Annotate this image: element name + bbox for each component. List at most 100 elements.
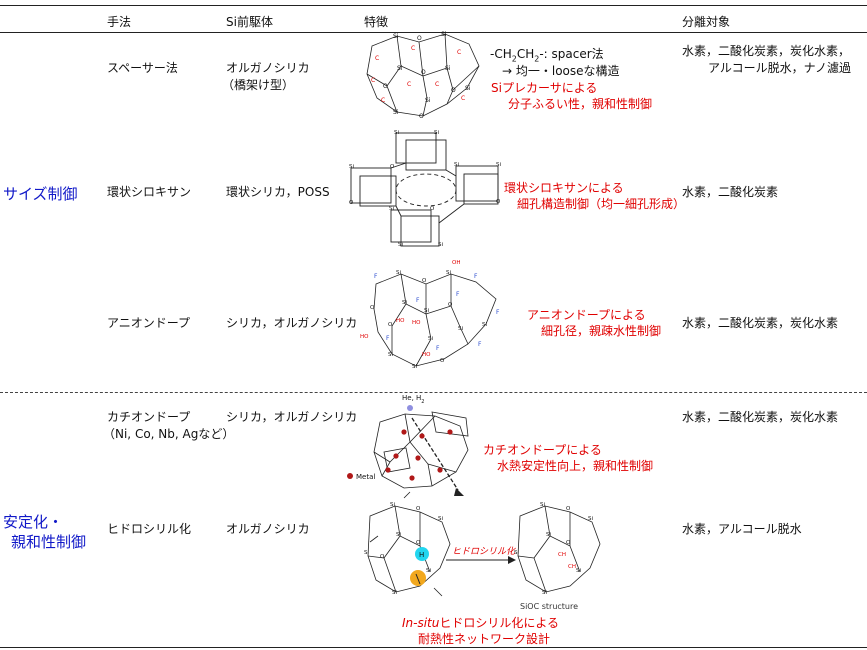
- svg-text:O: O: [566, 506, 571, 512]
- row1-target-line1: 水素，二酸化炭素，炭化水素，: [682, 44, 851, 58]
- svg-text:F: F: [478, 341, 482, 348]
- svg-text:O: O: [496, 199, 501, 205]
- svg-text:C: C: [457, 49, 461, 56]
- svg-text:O: O: [370, 305, 375, 311]
- row5-feature-line1: In-situヒドロシリル化による: [402, 616, 560, 630]
- svg-text:F: F: [416, 297, 420, 304]
- svg-text:Si: Si: [588, 516, 593, 522]
- svg-text:Si: Si: [364, 550, 369, 556]
- svg-text:O: O: [448, 302, 453, 308]
- row3-feature-line2: 細孔径，親疎水性制御: [541, 324, 662, 338]
- svg-text:F: F: [496, 309, 500, 316]
- svg-text:Si: Si: [441, 31, 447, 38]
- row3-target: 水素，二酸化炭素，炭化水素: [682, 316, 839, 330]
- row4-feature-line1: カチオンドープによる: [483, 443, 602, 457]
- svg-text:F: F: [386, 335, 390, 342]
- svg-text:O: O: [349, 200, 354, 206]
- bottom-border: [0, 647, 867, 648]
- svg-text:Si: Si: [393, 109, 399, 116]
- row1-target-line2: アルコール脱水，ナノ濾過: [708, 61, 852, 75]
- svg-text:O: O: [383, 83, 388, 90]
- svg-text:Si: Si: [514, 550, 519, 556]
- row1-method: スペーサー法: [107, 61, 178, 75]
- svg-text:F: F: [436, 345, 440, 352]
- svg-text:Si: Si: [349, 164, 354, 170]
- svg-text:O: O: [440, 358, 445, 364]
- metal-dot-icon: [347, 473, 353, 479]
- svg-text:O: O: [421, 69, 426, 76]
- svg-text:O: O: [566, 540, 571, 546]
- row5-target: 水素，アルコール脱水: [682, 522, 802, 536]
- svg-text:Si: Si: [496, 162, 501, 168]
- group-size-control: サイズ制御: [3, 185, 78, 203]
- svg-text:Si: Si: [402, 300, 407, 306]
- row2-precursor: 環状シリカ，POSS: [226, 185, 330, 199]
- svg-text:Si: Si: [446, 270, 451, 276]
- header-precursor: Si前駆体: [226, 15, 273, 29]
- svg-text:Si: Si: [576, 568, 581, 574]
- row4-target: 水素，二酸化炭素，炭化水素: [682, 410, 839, 424]
- svg-text:Si: Si: [398, 242, 403, 248]
- svg-text:Si: Si: [412, 364, 417, 370]
- reaction-arrow-label: ヒドロシリル化: [452, 546, 516, 557]
- cation-doped-silica-diagram: He, H2 Metal: [347, 394, 469, 496]
- row2-feature-line1: 環状シロキサンによる: [504, 181, 624, 195]
- header-divider: [0, 32, 867, 33]
- svg-text:O: O: [422, 278, 427, 284]
- svg-text:Si: Si: [454, 162, 459, 168]
- group-stability-line1: 安定化・: [3, 513, 64, 531]
- svg-text:O: O: [416, 540, 421, 546]
- svg-text:O: O: [380, 554, 385, 560]
- header-method: 手法: [107, 15, 132, 29]
- svg-text:HO: HO: [422, 352, 431, 358]
- svg-text:Si: Si: [546, 532, 551, 538]
- row3-precursor: シリカ，オルガノシリカ: [226, 316, 358, 330]
- gas-molecule-icon: [407, 405, 413, 411]
- svg-text:Si: Si: [390, 502, 395, 508]
- metal-label: Metal: [356, 473, 375, 481]
- svg-text:Si: Si: [392, 590, 397, 596]
- svg-text:HO: HO: [396, 318, 405, 324]
- svg-text:Si: Si: [458, 326, 463, 332]
- svg-text:Si: Si: [394, 130, 399, 136]
- row4-method-line2: （Ni, Co, Nb, Agなど）: [103, 427, 235, 441]
- group-divider: [0, 392, 867, 393]
- svg-text:C: C: [407, 81, 411, 88]
- svg-text:CH: CH: [568, 564, 576, 570]
- svg-text:HO: HO: [412, 320, 421, 326]
- svg-text:F: F: [374, 273, 378, 280]
- svg-text:F: F: [474, 273, 478, 280]
- svg-text:O: O: [430, 206, 435, 212]
- svg-text:Si: Si: [388, 352, 393, 358]
- svg-text:O: O: [419, 113, 424, 120]
- svg-text:Si: Si: [540, 502, 545, 508]
- row1-feature-line2: 分子ふるい性，親和性制御: [508, 97, 653, 111]
- hydrogen-label: H: [419, 551, 424, 559]
- top-border: [0, 5, 867, 6]
- svg-text:O: O: [388, 322, 393, 328]
- group-stability-line2: 親和性制御: [11, 533, 87, 551]
- row1-formula-note: -CH2CH2-: spacer法: [490, 47, 604, 64]
- header-feature: 特徴: [364, 15, 389, 29]
- row2-feature-line2: 細孔構造制御（均一細孔形成）: [517, 197, 686, 211]
- svg-text:Si: Si: [438, 242, 443, 248]
- svg-text:Si: Si: [542, 590, 547, 596]
- svg-text:Si: Si: [426, 568, 431, 574]
- svg-text:C: C: [435, 81, 439, 88]
- svg-text:CH: CH: [558, 552, 566, 558]
- svg-text:Si: Si: [428, 336, 433, 342]
- row1-precursor-line2: （橋架け型）: [222, 78, 295, 92]
- row2-method: 環状シロキサン: [107, 185, 192, 199]
- svg-text:C: C: [461, 95, 465, 102]
- row1-structure-note: → 均一・looseな構造: [502, 64, 620, 78]
- row5-method: ヒドロシリル化: [107, 522, 192, 536]
- svg-text:Si: Si: [396, 270, 401, 276]
- svg-text:O: O: [417, 35, 422, 42]
- svg-text:C: C: [371, 77, 375, 84]
- svg-text:Si: Si: [397, 65, 403, 72]
- row3-method: アニオンドープ: [107, 316, 191, 330]
- row3-feature-line1: アニオンドープによる: [527, 308, 646, 322]
- row5-precursor: オルガノシリカ: [226, 522, 310, 536]
